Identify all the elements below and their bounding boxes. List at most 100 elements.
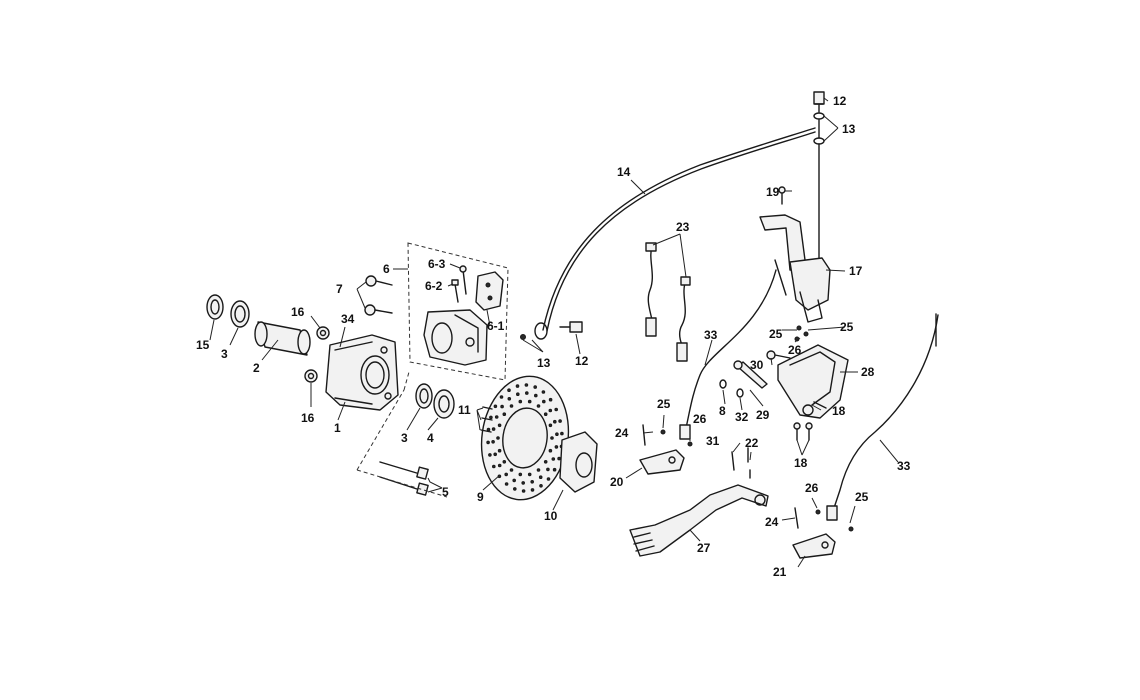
- disc-hole: [554, 407, 559, 412]
- disc-hole: [543, 460, 548, 464]
- callout-26a: 26: [693, 412, 707, 426]
- callout-24b: 24: [765, 515, 779, 529]
- callout-12a: 12: [833, 94, 847, 108]
- disc-hole: [518, 399, 523, 404]
- callout-1: 1: [334, 421, 341, 435]
- master-cylinder-17: [759, 214, 831, 323]
- disc-hole: [499, 395, 504, 399]
- callout-19: 19: [766, 185, 780, 199]
- bolt-18-right: [813, 401, 827, 409]
- caliper-bracket-1: [325, 334, 399, 411]
- disc-hole: [527, 399, 532, 404]
- callout-5: 5: [442, 485, 449, 499]
- banjo-bolt-12-upper: [813, 91, 825, 105]
- washer-13-lower: [520, 322, 548, 340]
- callout-12b: 12: [575, 354, 589, 368]
- disc-hole: [492, 464, 496, 469]
- callout-18b: 18: [794, 456, 808, 470]
- callout-13a: 13: [842, 122, 856, 136]
- callout-16b: 16: [301, 411, 315, 425]
- disc-hole: [489, 415, 493, 420]
- caliper-6: [423, 309, 488, 366]
- disc-hole: [548, 423, 553, 428]
- callout-labels: 1 2 3 3 4 5 6 6-1 6-2 6-3 7 8 9 10 11 12…: [196, 94, 911, 579]
- disc-hole: [542, 399, 546, 404]
- bracket-group-outline: [356, 371, 448, 498]
- hub-10: [559, 431, 598, 493]
- pins-22: [747, 447, 751, 479]
- brake-pads-6-1: [475, 271, 504, 311]
- disc-hole: [509, 468, 514, 472]
- callout-24a: 24: [615, 426, 629, 440]
- callout-6-1: 6-1: [487, 319, 505, 333]
- disc-hole: [558, 419, 562, 423]
- cable-33-right: [826, 313, 939, 521]
- bolt-19: [778, 186, 786, 205]
- callout-3b: 3: [401, 431, 408, 445]
- disc-hole: [494, 415, 499, 419]
- callout-30: 30: [750, 358, 764, 372]
- disc-hole: [548, 408, 553, 413]
- bolts-11: [480, 406, 493, 433]
- callout-23: 23: [676, 220, 690, 234]
- disc-hole: [527, 472, 532, 477]
- callout-10: 10: [544, 509, 558, 523]
- callout-4: 4: [427, 431, 434, 445]
- callout-21: 21: [773, 565, 787, 579]
- washers-13-upper: [813, 104, 825, 263]
- disc-hole: [486, 427, 491, 432]
- bearing-4: [433, 389, 455, 419]
- brake-hose-14: [542, 127, 816, 331]
- banjo-bolt-12-lower: [559, 321, 583, 333]
- callout-26c: 26: [805, 481, 819, 495]
- callout-16a: 16: [291, 305, 305, 319]
- disc-hole: [521, 481, 526, 485]
- disc-hole: [509, 404, 514, 408]
- bearing-15: [206, 294, 224, 320]
- callout-25d: 25: [855, 490, 869, 504]
- callout-17: 17: [849, 264, 863, 278]
- callout-14: 14: [617, 165, 631, 179]
- disc-hole: [512, 478, 517, 483]
- disc-hole: [488, 453, 492, 457]
- disc-hole: [491, 427, 496, 431]
- callout-28: 28: [861, 365, 875, 379]
- disc-hole: [493, 452, 498, 457]
- disc-hole: [502, 460, 507, 464]
- disc-hole: [557, 456, 561, 461]
- disc-hole: [552, 467, 557, 472]
- sleeve-2: [254, 321, 311, 356]
- callout-25a: 25: [657, 397, 671, 411]
- disc-hole: [521, 489, 526, 493]
- pivot-bolt-29: [733, 360, 768, 389]
- nut-16-bottom: [304, 369, 318, 383]
- callout-33b: 33: [897, 459, 911, 473]
- callout-18a: 18: [832, 404, 846, 418]
- disc-hole: [548, 448, 553, 453]
- callout-13b: 13: [537, 356, 551, 370]
- disc-hole: [516, 392, 520, 397]
- disc-hole: [536, 404, 541, 408]
- callout-25c: 25: [840, 320, 854, 334]
- brake-pedal-27: [629, 484, 769, 557]
- callout-3a: 3: [221, 347, 228, 361]
- callout-34: 34: [341, 312, 355, 326]
- disc-hole: [491, 440, 495, 444]
- disc-hole: [548, 397, 553, 402]
- disc-hole: [504, 482, 509, 486]
- clevis-21: [792, 533, 836, 559]
- nut-16-top: [316, 326, 330, 340]
- disc-hole: [550, 436, 554, 440]
- brake-light-switch-23-right: [676, 276, 691, 362]
- disc-hole: [504, 472, 509, 477]
- disc-hole: [533, 385, 538, 389]
- callout-9: 9: [477, 490, 484, 504]
- brake-light-switch-23-left: [645, 242, 657, 337]
- callout-6-3: 6-3: [428, 257, 446, 271]
- disc-hole: [507, 397, 512, 401]
- disc-hole: [530, 480, 535, 484]
- disc-hole: [524, 383, 529, 387]
- callout-15: 15: [196, 338, 210, 352]
- disc-hole: [546, 477, 551, 481]
